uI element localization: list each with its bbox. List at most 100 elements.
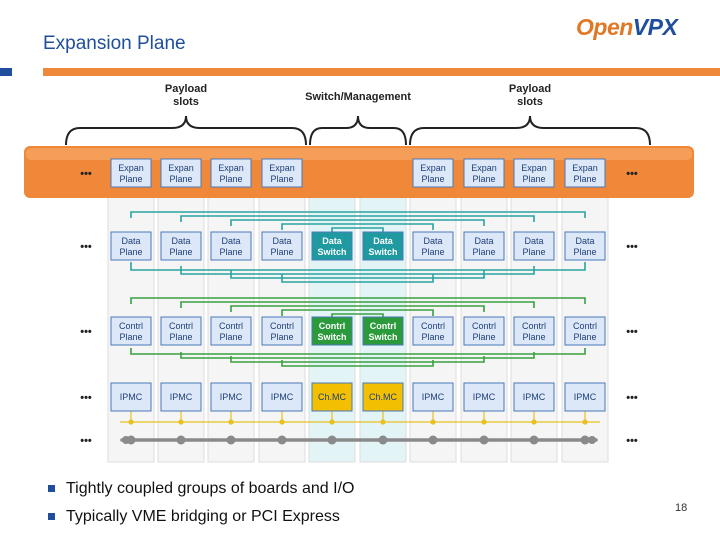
control-switch-box-label: Contrl — [319, 321, 346, 331]
chmc-box-box — [362, 382, 404, 412]
bus-node — [226, 435, 236, 445]
chmc-box-label: Ch.MC — [369, 392, 398, 402]
ipmc-box: IPMC — [160, 382, 202, 412]
continuation-ellipses: •••••••••••••••••••••••••••••• — [80, 168, 638, 447]
logo-text-open: Open — [576, 14, 633, 40]
control-plane-box-label: Plane — [573, 332, 596, 342]
ipmc-box: IPMC — [261, 382, 303, 412]
ipmc-box-label: IPMC — [473, 392, 496, 402]
expan-plane-box-label: Plane — [421, 174, 444, 184]
data-plane-box-label: Data — [121, 236, 140, 246]
data-plane-box-box — [412, 231, 454, 261]
control-switch-box-label: Switch — [368, 332, 397, 342]
control-plane-box-label: Contrl — [573, 321, 597, 331]
data-plane-box-box — [463, 231, 505, 261]
ipmc-box-label: IPMC — [422, 392, 445, 402]
control-link — [180, 301, 535, 308]
bus-node — [479, 435, 489, 445]
ipmc-box-box — [463, 382, 505, 412]
expan-plane-box-label: Plane — [573, 174, 596, 184]
data-plane-box-label: Plane — [522, 247, 545, 257]
data-plane-box-label: Plane — [421, 247, 444, 257]
ipmc-box: IPMC — [210, 382, 252, 412]
bus-node — [277, 435, 287, 445]
bus-end — [588, 436, 596, 444]
management-bus — [120, 435, 598, 445]
control-plane-box-box — [210, 316, 252, 346]
control-plane-box-box — [160, 316, 202, 346]
data-link — [130, 211, 586, 218]
expan-plane-box-label: Plane — [169, 174, 192, 184]
data-plane-box-label: Plane — [573, 247, 596, 257]
expan-plane-box-label: Plane — [270, 174, 293, 184]
ipmc-box-box — [160, 382, 202, 412]
ipmc-box-box — [110, 382, 152, 412]
ellipsis-left: ••• — [80, 326, 92, 338]
bullet-text: Typically VME bridging or PCI Express — [66, 508, 340, 525]
data-switch-box-label: Data — [322, 236, 343, 246]
expan-plane-box-label: Plane — [219, 174, 242, 184]
bullet-text: Tightly coupled groups of boards and I/O — [66, 480, 355, 497]
chmc-box: Ch.MC — [362, 382, 404, 412]
control-plane-box-box — [564, 316, 606, 346]
ipmb-node — [178, 419, 184, 425]
ipmb-node — [430, 419, 436, 425]
control-plane-box-box — [261, 316, 303, 346]
control-link — [281, 309, 434, 316]
expan-plane-box-box — [463, 158, 505, 188]
data-switch-box-label: Switch — [368, 247, 397, 257]
bullet-list: Tightly coupled groups of boards and I/O… — [48, 478, 354, 534]
ipmb-node — [279, 419, 285, 425]
expan-plane-box-label: Expan — [471, 163, 497, 173]
control-plane-box-box — [412, 316, 454, 346]
ipmc-box: IPMC — [564, 382, 606, 412]
openvpx-logo: OpenVPX — [576, 14, 678, 41]
slide-title: Expansion Plane — [43, 33, 186, 54]
expan-plane-box-label: Expan — [572, 163, 598, 173]
bullet-item: Tightly coupled groups of boards and I/O — [48, 478, 354, 506]
ipmc-box-box — [210, 382, 252, 412]
bus-node — [580, 435, 590, 445]
header-payload-left-line2: slots — [173, 96, 199, 108]
bullet-item: Typically VME bridging or PCI Express — [48, 506, 354, 534]
ellipsis-right: ••• — [626, 392, 638, 404]
data-plane-box-label: Plane — [219, 247, 242, 257]
expan-plane-box-label: Expan — [168, 163, 194, 173]
expan-plane-box-box — [412, 158, 454, 188]
data-switch-box-box — [362, 231, 404, 261]
ipmc-box-label: IPMC — [271, 392, 294, 402]
slot-boxes: ExpanPlaneExpanPlaneExpanPlaneExpanPlane… — [110, 158, 606, 412]
header-payload-right-line2: slots — [517, 96, 543, 108]
ellipsis-left: ••• — [80, 435, 92, 447]
bus-node — [176, 435, 186, 445]
expan-plane-box-label: Expan — [420, 163, 446, 173]
ipmc-box-label: IPMC — [120, 392, 143, 402]
data-plane-box-box — [564, 231, 606, 261]
expansion-band-highlight — [26, 148, 692, 160]
control-link — [230, 305, 485, 312]
ipmb-connections — [120, 411, 600, 425]
control-plane-box-label: Contrl — [219, 321, 243, 331]
brace-right — [409, 115, 651, 146]
expan-plane-box-label: Expan — [521, 163, 547, 173]
accent-square — [0, 68, 12, 76]
bus-node — [428, 435, 438, 445]
data-switch-box-label: Switch — [317, 247, 346, 257]
ellipsis-right: ••• — [626, 241, 638, 253]
data-plane-box-box — [110, 231, 152, 261]
ipmc-box-box — [513, 382, 555, 412]
data-plane-box-label: Data — [474, 236, 493, 246]
